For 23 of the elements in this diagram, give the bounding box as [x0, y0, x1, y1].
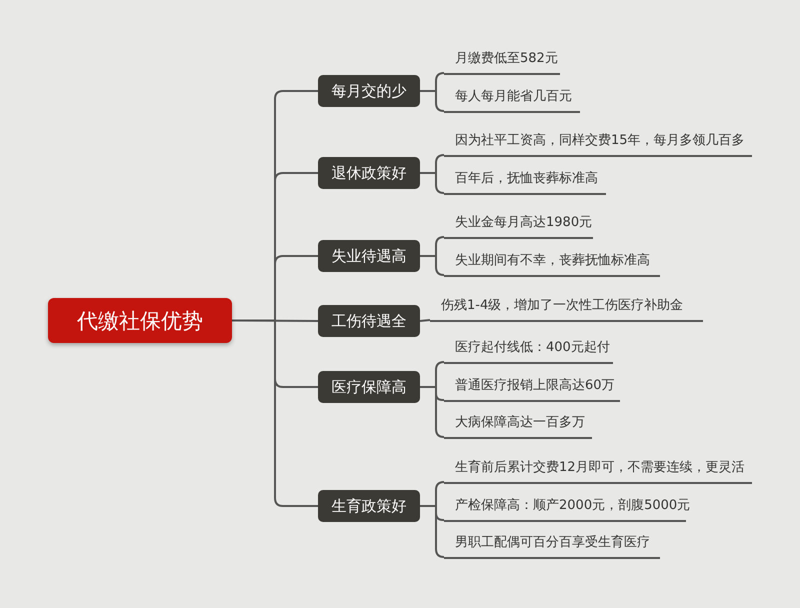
branch-topic-box: 医疗保障高: [318, 371, 420, 403]
leaf-topic: 生育前后累计交费12月即可，不需要连续，更灵活: [444, 457, 752, 484]
leaf-topic: 伤残1-4级，增加了一次性工伤医疗补助金: [430, 295, 703, 322]
leaf-topic: 每人每月能省几百元: [444, 86, 580, 113]
leaf-topic: 普通医疗报销上限高达60万: [444, 375, 620, 402]
branch-topic-box: 每月交的少: [318, 75, 420, 107]
leaf-topic: 月缴费低至582元: [444, 48, 560, 75]
branch-topic-box: 工伤待遇全: [318, 305, 420, 337]
leaf-topic: 大病保障高达一百多万: [444, 412, 592, 439]
leaf-topic: 百年后，抚恤丧葬标准高: [444, 168, 606, 195]
branch-topic-box: 退休政策好: [318, 157, 420, 189]
branch-topic-box: 失业待遇高: [318, 240, 420, 272]
connector: [420, 319, 430, 322]
central-topic-box: 代缴社保优势: [48, 298, 232, 343]
leaf-topic: 因为社平工资高，同样交费15年，每月多领几百多: [444, 130, 752, 157]
leaf-topic: 失业期间有不幸，丧葬抚恤标准高: [444, 250, 660, 277]
leaf-topic: 失业金每月高达1980元: [444, 212, 593, 239]
connector: [420, 90, 445, 112]
leaf-topic: 医疗起付线低：400元起付: [444, 337, 613, 364]
branch-topic-box: 生育政策好: [318, 490, 420, 522]
connector: [420, 172, 445, 194]
connector: [232, 320, 318, 507]
leaf-topic: 男职工配偶可百分百享受生育医疗: [444, 532, 660, 559]
